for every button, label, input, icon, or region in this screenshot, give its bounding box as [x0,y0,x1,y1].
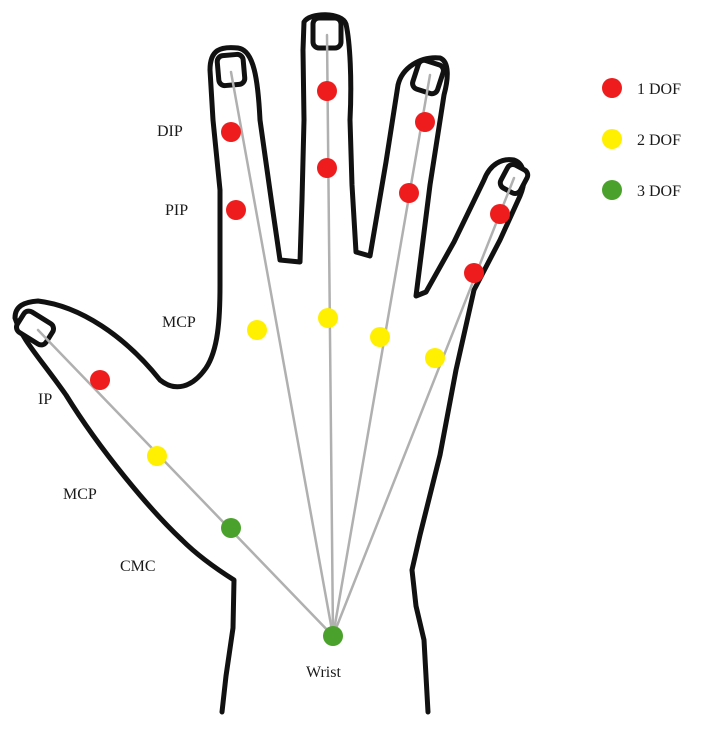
middle-bone-line [327,35,333,636]
index-mcp-joint [247,320,267,340]
thumb-ip-joint [90,370,110,390]
skeleton [38,35,514,636]
index-bone-line [231,72,333,636]
legend-3dof-label: 3 DOF [637,183,681,200]
legend-2dof-swatch [602,129,622,149]
legend-1dof-swatch [602,78,622,98]
dip-label: DIP [157,123,183,140]
legend-2dof-label: 2 DOF [637,132,681,149]
ip-label: IP [38,391,52,408]
thumb-mcp-joint [147,446,167,466]
little-mcp-joint [425,348,445,368]
pip-label: PIP [165,202,188,219]
wrist-joint [323,626,343,646]
ring-pip-joint [399,183,419,203]
little-dip-joint [490,204,510,224]
thumb-bone-line [38,330,333,636]
cmc-label: CMC [120,558,156,575]
finger-mcp-label: MCP [162,314,196,331]
index-dip-joint [221,122,241,142]
thumb-mcp-label: MCP [63,486,97,503]
hand-outline [15,15,524,712]
wrist-label: Wrist [306,664,341,681]
index-pip-joint [226,200,246,220]
thumb-cmc-joint [221,518,241,538]
legend-1dof-label: 1 DOF [637,81,681,98]
middle-mcp-joint [318,308,338,328]
legend: 1 DOF 2 DOF 3 DOF [602,78,681,200]
little-pip-joint [464,263,484,283]
middle-pip-joint [317,158,337,178]
ring-dip-joint [415,112,435,132]
legend-3dof-swatch [602,180,622,200]
ring-mcp-joint [370,327,390,347]
index-nail [217,54,246,86]
middle-dip-joint [317,81,337,101]
